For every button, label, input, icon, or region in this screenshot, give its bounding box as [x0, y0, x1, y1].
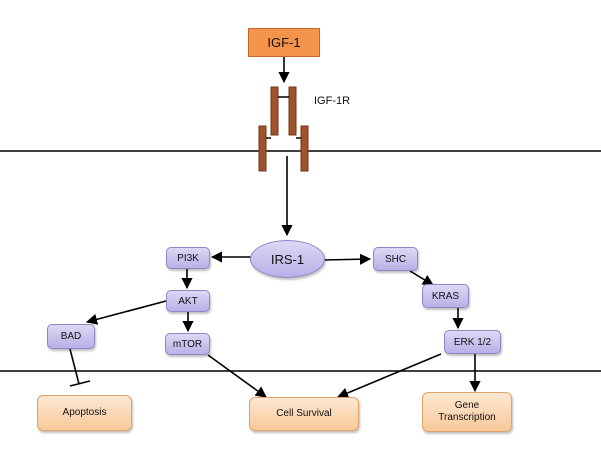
igf-1-ligand-box: IGF-1 [248, 28, 320, 57]
akt-node: AKT [166, 290, 210, 312]
arrow-shc-to-kras [409, 270, 434, 286]
bad-node: BAD [47, 324, 95, 349]
arrow-akt-to-bad [85, 300, 167, 325]
arrow-erk-to-cell-survival [336, 353, 442, 399]
pi3k-node: PI3K [166, 247, 210, 269]
inhibit-bar [69, 380, 91, 387]
shc-node: SHC [373, 247, 418, 271]
inhibit-bad-to-apoptosis [69, 348, 80, 385]
igf-1r-label: IGF-1R [314, 95, 351, 107]
irs-1-node: IRS-1 [250, 240, 325, 278]
mtor-node: mTOR [165, 333, 210, 355]
erk-1-2-node: ERK 1/2 [444, 330, 501, 354]
igf-1r-receptor [258, 86, 309, 172]
cell-survival-outcome: Cell Survival [249, 397, 359, 431]
gene-transcription-outcome: Gene Transcription [422, 392, 512, 432]
arrow-irs1-to-shc [323, 253, 372, 265]
kras-node: KRAS [422, 284, 469, 308]
arrow-mtor-to-cell-survival [207, 354, 267, 398]
apoptosis-outcome: Apoptosis [37, 395, 132, 431]
